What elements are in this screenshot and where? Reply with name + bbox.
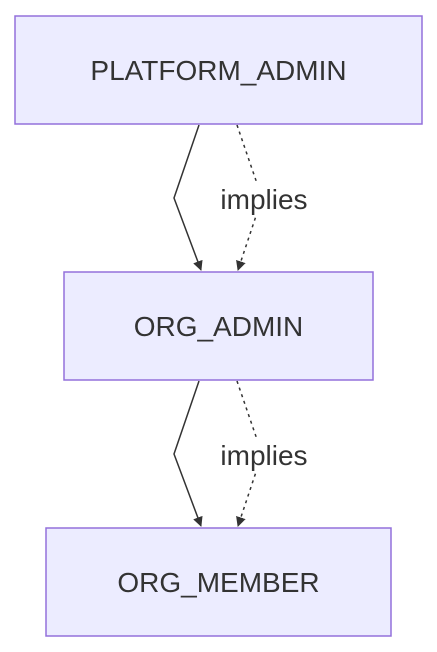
edge-label-implies: implies	[220, 184, 307, 215]
edge-label-bg	[212, 182, 318, 216]
edge-org-admin-to-org-member	[173, 380, 203, 527]
node-org-admin: ORG_ADMIN	[63, 271, 374, 381]
node-box	[45, 527, 392, 637]
edge-label-bg	[212, 438, 318, 472]
node-box	[63, 271, 374, 381]
node-platform-admin: PLATFORM_ADMIN	[14, 15, 423, 125]
node-label: ORG_ADMIN	[134, 311, 304, 342]
node-org-member: ORG_MEMBER	[45, 527, 392, 637]
edge-platform-admin-to-org-admin	[173, 124, 203, 271]
node-label: ORG_MEMBER	[117, 567, 319, 598]
edge-label-implies: implies	[220, 440, 307, 471]
node-label: PLATFORM_ADMIN	[90, 55, 346, 86]
node-box	[14, 15, 423, 125]
